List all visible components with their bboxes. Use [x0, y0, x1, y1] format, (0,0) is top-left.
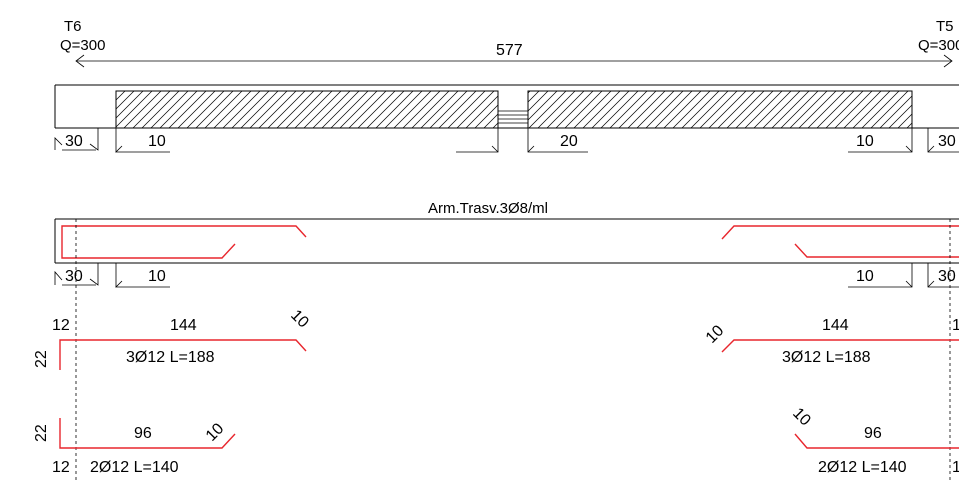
elevation-left-support-dim: 30: [65, 133, 83, 150]
section-right-support-dim: 30: [938, 268, 956, 285]
bar-bottom-left-label: 2Ø12 L=140: [90, 459, 179, 476]
bar-top-right-length: 144: [822, 317, 849, 334]
right-support-name: T5: [936, 18, 954, 35]
section-left-support-dim: 30: [65, 268, 83, 285]
left-support-load: Q=300: [60, 37, 105, 54]
bar-bottom-right: [794, 433, 959, 449]
elevation-left-zone-dim: 10: [148, 133, 166, 150]
bar-top-left-length: 144: [170, 317, 197, 334]
bar-bottom-left: [59, 418, 236, 449]
stirrups-label: Arm.Trasv.3Ø8/ml: [428, 200, 548, 217]
bar-top-right: [721, 339, 959, 353]
bar-bottom-left-hook-h: 12: [52, 459, 70, 476]
bar-bottom-right-length: 96: [864, 425, 882, 442]
bar-bottom-left-length: 96: [134, 425, 152, 442]
bar-top-left-label: 3Ø12 L=188: [126, 349, 215, 366]
bar-bottom-left-hook-v: 22: [33, 424, 50, 442]
bar-top-left: [59, 339, 307, 370]
span-length-label: 577: [496, 42, 523, 59]
beam-section: [54, 218, 959, 264]
section-right-zone-dim: 10: [856, 268, 874, 285]
center-joint-lines: [498, 110, 528, 124]
section-left-zone-dim: 10: [148, 268, 166, 285]
bar-bottom-left-bend: 10: [203, 420, 228, 445]
bar-top-left-bend: 10: [287, 307, 312, 332]
section-dimension-ticks: [54, 263, 959, 288]
bar-top-left-hook-v: 22: [33, 350, 50, 368]
elevation-dimension-ticks: [54, 128, 959, 153]
bar-top-right-bend: 10: [703, 322, 728, 347]
bar-bottom-right-bend: 10: [789, 405, 814, 430]
left-hatched-block: [115, 90, 499, 129]
elevation-right-support-dim: 30: [938, 133, 956, 150]
bar-top-right-hook-h: 12: [952, 317, 959, 334]
elevation-mid-zone-dim: 20: [560, 133, 578, 150]
bar-bottom-right-label: 2Ø12 L=140: [818, 459, 907, 476]
bar-top-right-label: 3Ø12 L=188: [782, 349, 871, 366]
right-hatched-block: [527, 90, 913, 129]
section-rebar: [61, 225, 959, 259]
bar-bottom-right-hook-h: 12: [952, 459, 959, 476]
span-dimension: [75, 54, 953, 68]
beam-elevation: [54, 84, 959, 129]
bar-top-left-hook-h: 12: [52, 317, 70, 334]
elevation-right-zone-dim: 10: [856, 133, 874, 150]
right-support-load: Q=300: [918, 37, 959, 54]
left-support-name: T6: [64, 18, 82, 35]
